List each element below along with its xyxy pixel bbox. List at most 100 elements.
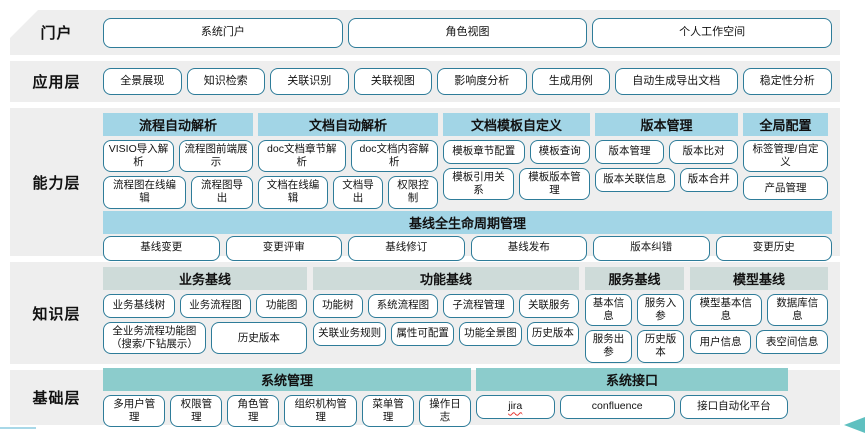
diagram-box: 模型基本信息: [690, 294, 762, 327]
box-row: VISIO导入解析流程图前端展示: [103, 140, 253, 173]
diagram-box: 版本合并: [679, 168, 738, 192]
diagram-box: 自动生成导出文档: [615, 68, 738, 95]
diagram-box: 子流程管理: [443, 294, 514, 318]
diagram-box: 流程图前端展示: [178, 140, 253, 173]
diagram-box: 组织机构管理: [284, 394, 358, 428]
group-business-baseline: 业务基线业务基线树业务流程图功能图全业务流程功能图（搜索/下钻展示）历史版本: [103, 267, 308, 355]
band-portal: 门户 系统门户角色视图个人工作空间: [10, 10, 840, 55]
diagram-box: 功能图: [256, 294, 308, 318]
box-row: 模板引用关系模板版本管理: [443, 168, 590, 201]
diagram-box: 流程图导出: [190, 176, 253, 209]
diagram-box: 多用户管理: [103, 394, 166, 428]
diagram-box: 系统门户: [103, 17, 343, 48]
diagram-box: 全景展现: [103, 68, 182, 95]
diagram-box: doc文档章节解析: [258, 140, 346, 173]
diagram-box: 版本纠错: [593, 235, 710, 261]
diagram-box: 角色管理: [227, 394, 280, 428]
diagram-box: 知识检索: [186, 68, 265, 95]
diagram-box: 系统流程图: [367, 294, 439, 318]
diagram-box: 变更历史: [715, 235, 832, 261]
group-process-auto-parse: 流程自动解析 VISIO导入解析流程图前端展示流程图在线编辑流程图导出: [103, 113, 253, 209]
diagram-box: 属性可配置: [391, 322, 454, 346]
diagram-box: 影响度分析: [437, 68, 527, 95]
group-title: 功能基线: [313, 267, 579, 290]
box-row: 多用户管理权限管理角色管理组织机构管理菜单管理操作日志: [103, 394, 471, 428]
diagram-box: 业务基线树: [103, 294, 175, 318]
band-knowledge-content: 业务基线业务基线树业务流程图功能图全业务流程功能图（搜索/下钻展示）历史版本功能…: [103, 262, 840, 364]
diagram-box: 表空间信息: [756, 330, 828, 355]
group-service-baseline: 服务基线基本信息服务入参服务出参历史版本: [585, 267, 684, 363]
box-row: 基本信息服务入参: [585, 294, 684, 327]
group-title: 模型基线: [690, 267, 828, 290]
diagram-box: 基本信息: [585, 294, 632, 327]
box-row: 模型基本信息数据库信息: [690, 294, 828, 327]
group-doc-template-custom: 文档模板自定义模板章节配置模板查询模板引用关系模板版本管理: [443, 113, 590, 201]
diagram-box: 数据库信息: [766, 294, 828, 327]
diagram-box: 流程图在线编辑: [103, 176, 186, 209]
band-application-label: 应用层: [32, 74, 81, 91]
group-global-config: 全局配置标签管理/自定义产品管理: [743, 113, 828, 201]
group-function-baseline: 功能基线功能树系统流程图子流程管理关联服务关联业务规则属性可配置功能全景图历史版…: [313, 267, 579, 346]
group-title: 版本管理: [595, 113, 738, 136]
group-title: 业务基线: [103, 267, 307, 290]
diagram-box: 变更评审: [225, 235, 342, 261]
corner-cut-decoration: [8, 8, 40, 40]
box-row: 关联业务规则属性可配置功能全景图历史版本: [313, 322, 579, 346]
diagram-box: 服务出参: [585, 330, 632, 363]
diagram-box: 关联服务: [518, 294, 579, 318]
diagram-box: 基线修订: [348, 235, 465, 261]
baseline-lifecycle-banner: 基线全生命周期管理: [103, 210, 832, 234]
group-title: 文档自动解析: [258, 113, 438, 136]
box-row: 业务基线树业务流程图功能图: [103, 294, 308, 318]
diagram-box: 模板版本管理: [519, 168, 590, 201]
diagram-box: 文档在线编辑: [258, 176, 328, 209]
band-knowledge-label: 知识层: [32, 305, 81, 323]
box-row: 用户信息表空间信息: [690, 330, 828, 355]
box-row: 版本管理版本比对: [595, 140, 738, 164]
groups-row: 流程自动解析 VISIO导入解析流程图前端展示流程图在线编辑流程图导出 文档自动解析…: [103, 113, 832, 209]
diagram-box: 操作日志: [419, 394, 471, 428]
box-row: 文档在线编辑文档导出权限控制: [258, 176, 438, 209]
diagram-box: 功能全景图: [459, 322, 522, 346]
band-foundation-label: 基础层: [32, 390, 81, 407]
diagram-box: 历史版本: [637, 330, 684, 363]
diagram-box: 版本比对: [669, 140, 738, 164]
diagram-box: 功能树: [313, 294, 363, 318]
box-row: 产品管理: [743, 176, 828, 201]
diagram-box: 模板章节配置: [443, 140, 525, 164]
box-row: 系统门户角色视图个人工作空间: [103, 17, 833, 48]
diagram-box: 用户信息: [690, 330, 752, 355]
box-row: 功能树系统流程图子流程管理关联服务: [313, 294, 579, 318]
diagram-box: 产品管理: [743, 176, 828, 201]
groups-row: 业务基线业务基线树业务流程图功能图全业务流程功能图（搜索/下钻展示）历史版本功能…: [103, 267, 828, 363]
band-portal-content: 系统门户角色视图个人工作空间: [103, 10, 840, 55]
diagram-box: 服务入参: [637, 294, 684, 327]
diagram-box: 全业务流程功能图（搜索/下钻展示）: [103, 322, 206, 355]
group-version-management: 版本管理版本管理版本比对版本关联信息版本合并: [595, 113, 738, 192]
diagram-box: 基线变更: [103, 235, 220, 261]
group-title: 服务基线: [585, 267, 684, 290]
group-title: 系统接口: [476, 367, 788, 391]
diagram-box: 业务流程图: [179, 294, 252, 318]
group-title: 流程自动解析: [103, 113, 253, 136]
box-row: 标签管理/自定义: [743, 140, 828, 173]
group-title: 系统管理: [103, 367, 471, 391]
band-knowledge: 知识层 业务基线业务基线树业务流程图功能图全业务流程功能图（搜索/下钻展示）历史…: [10, 262, 840, 364]
diagram-box: 模板查询: [529, 140, 590, 164]
diagram-box: 标签管理/自定义: [743, 140, 828, 173]
diagram-box: 角色视图: [347, 17, 588, 48]
diagram-box: 权限管理: [170, 394, 223, 428]
group-model-baseline: 模型基线模型基本信息数据库信息用户信息表空间信息: [690, 267, 828, 355]
box-row: 基线变更变更评审基线修订基线发布版本纠错变更历史: [103, 235, 832, 261]
diagram-box: 接口自动化平台: [679, 394, 788, 419]
box-row: 服务出参历史版本: [585, 330, 684, 363]
diagram-box: 关联识别: [270, 68, 349, 95]
diagram-box: 关联视图: [353, 68, 432, 95]
diagram-box: 历史版本: [210, 322, 307, 355]
group-title: 文档模板自定义: [443, 113, 590, 136]
